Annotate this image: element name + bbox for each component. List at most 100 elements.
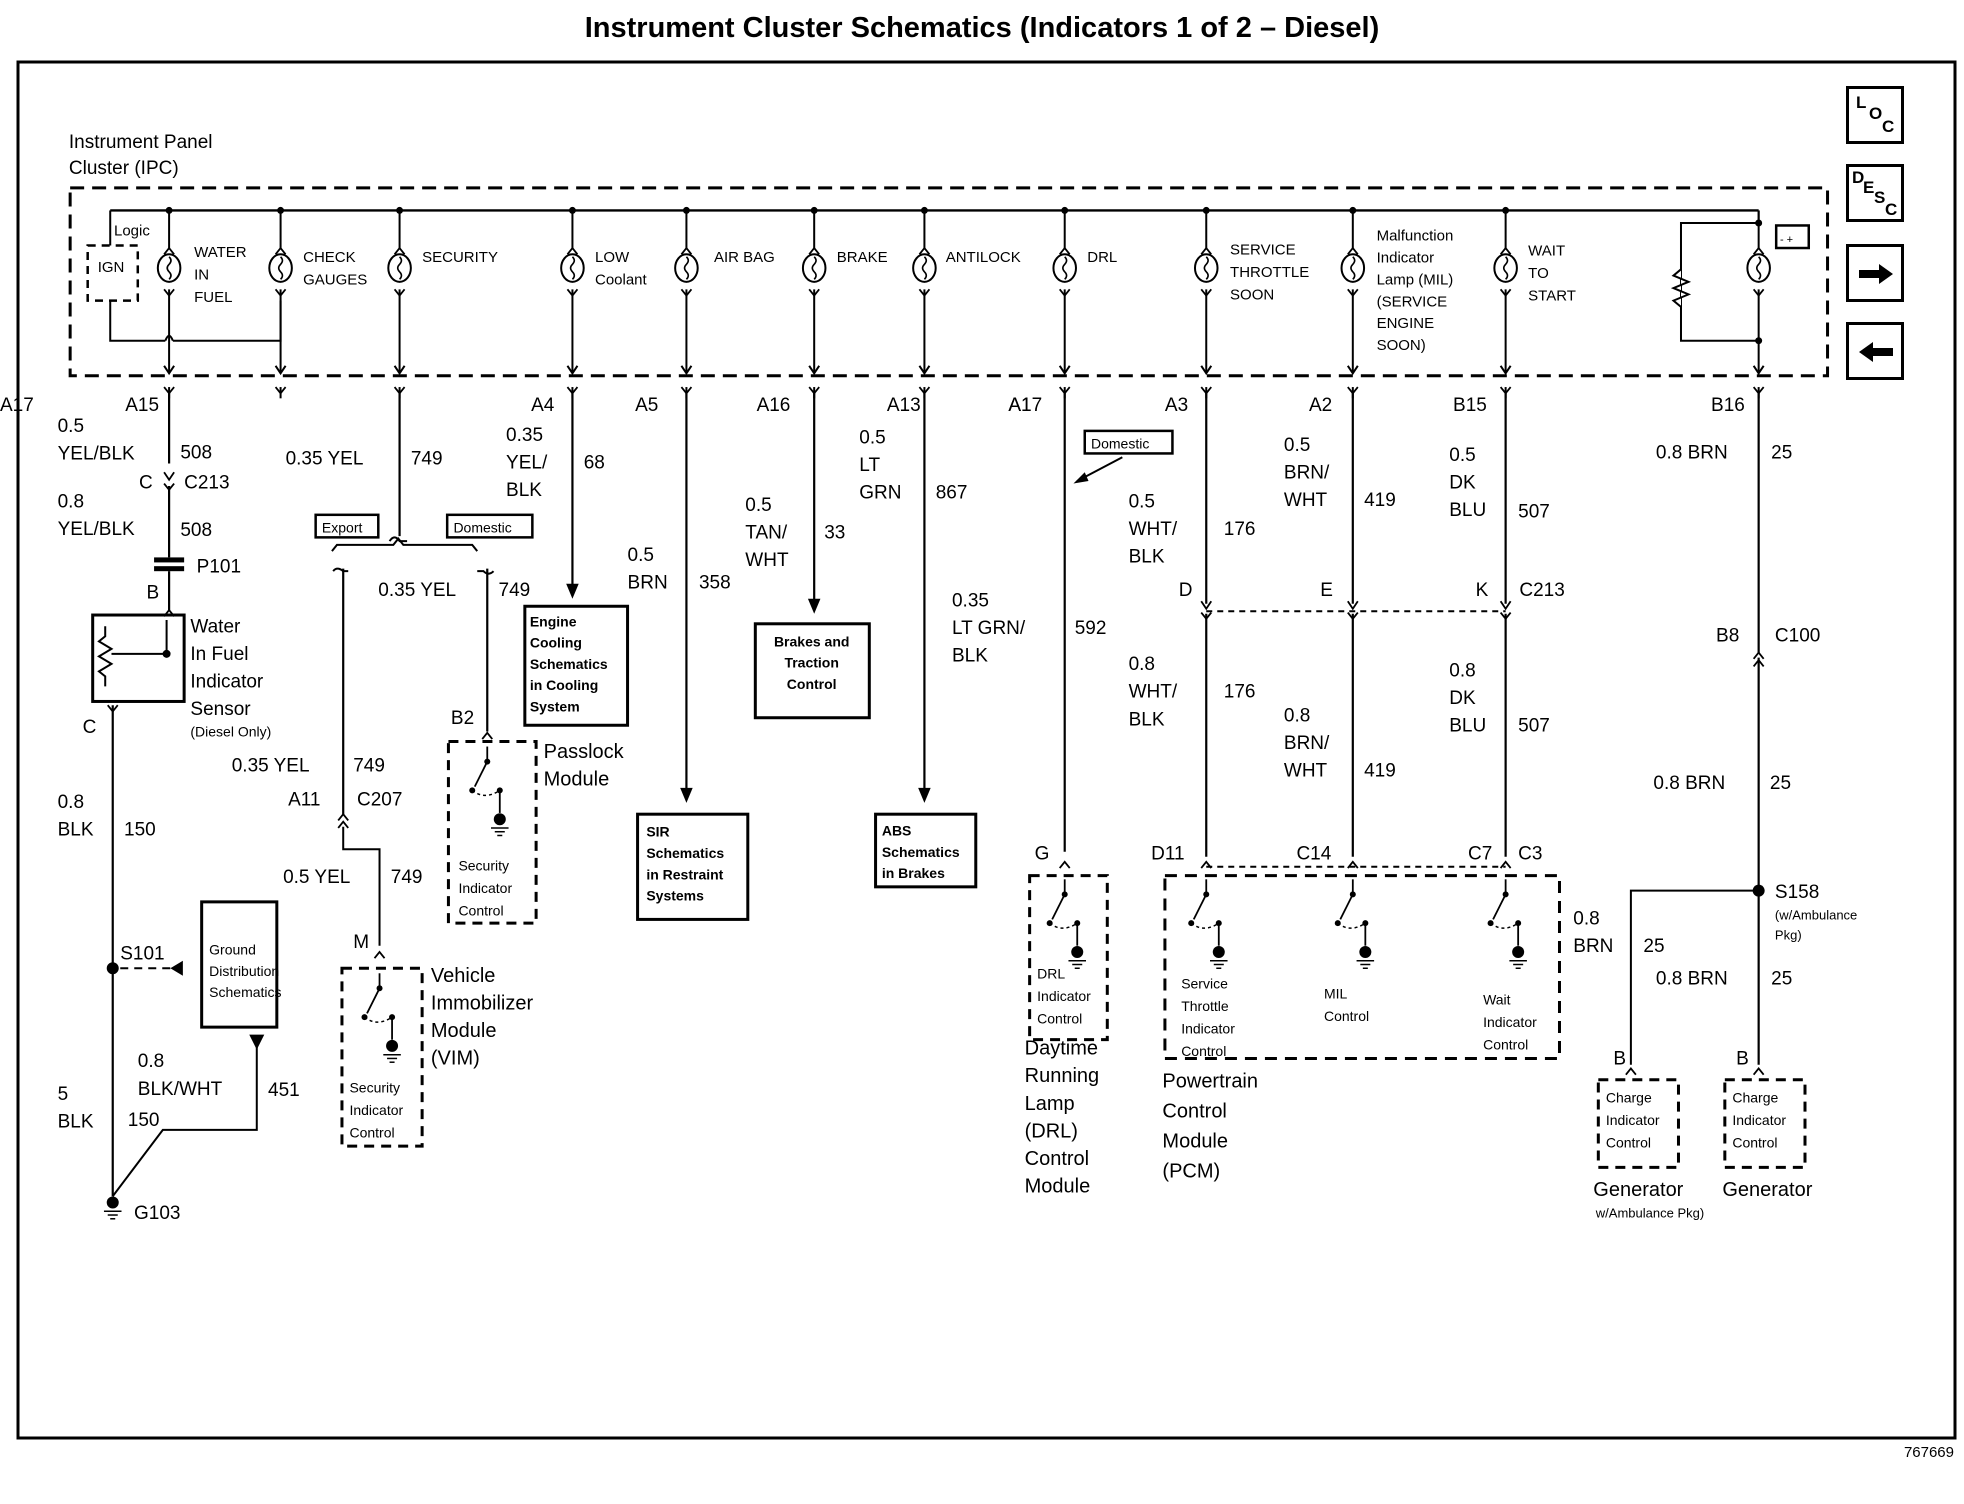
lamp-bulb-outline [1052,253,1077,283]
wire-color-label: 0.5 [1284,435,1310,456]
drl-dashed-box [1028,874,1109,1042]
ground-dot [1512,945,1525,958]
sir-label: Schematics [646,845,724,861]
generator-left-note: w/Ambulance Pkg) [1595,1206,1704,1221]
connector-pin-label: C7 [1468,843,1492,864]
wire-arrow [393,365,406,376]
wire-color-label: 0.5 YEL [283,867,350,888]
wire-color-label: 0.5 [745,495,771,516]
splice-label: P101 [197,556,241,577]
switch-blade [1339,893,1354,920]
battery-icon [1774,224,1811,250]
ground-icon [1210,945,1228,970]
vim-dashed-box [340,966,424,1148]
drl-inner-label: DRL [1037,965,1065,981]
splice-label: S158 [1775,882,1819,903]
wire-arrow [1347,600,1359,611]
arrow-down-icon [566,583,579,599]
lamp-bulb-outline [560,253,585,283]
wire-ground-451 [111,1039,258,1197]
generator-left-inner-label: Indicator [1606,1112,1660,1128]
wire-color-label: 5 [58,1084,69,1105]
variable-resistor-icon [97,626,114,687]
circuit-number: 419 [1364,761,1396,782]
lamp-label-mil: Lamp (MIL) [1377,271,1454,288]
pcm-mil-switch-icon [1334,879,1375,970]
ground-icon [383,1039,401,1063]
connector-male [1752,1067,1765,1076]
junction-dot [162,649,171,658]
circuit-number: 176 [1224,682,1256,703]
p101-passthrough-icon [154,566,185,572]
splice-note: Pkg) [1775,927,1802,942]
switch-link [1190,922,1220,929]
air-bag-lamp-icon [674,253,699,283]
sensor-wiper-wire [111,620,168,655]
diagram-frame [16,60,1957,1440]
connector-male [337,820,349,829]
desc-button[interactable]: D E S C [1846,164,1904,222]
engine-cooling-label: Cooling [530,635,582,651]
wire-color-label: BLK [58,1111,94,1132]
circuit-number: 508 [180,520,212,541]
lamp-filament [1755,256,1762,280]
brakes-traction-label: Traction [784,655,838,671]
charge-lamp-icon [1746,253,1771,283]
lamp-label-service-throttle-soon: SOON [1230,286,1274,303]
pin-label-A1: A1 [1008,395,1031,416]
drl-label: Running [1025,1065,1100,1087]
generator-left-inner-label: Charge [1606,1089,1652,1105]
wire-arrow [274,365,287,376]
previous-page-button[interactable] [1846,322,1904,380]
drl-label: Lamp [1025,1093,1075,1115]
ground-label: G103 [134,1203,180,1224]
lamp-label-security: SECURITY [422,249,498,266]
passlock-switch-icon [469,746,509,837]
lamp-bulb-outline [1493,253,1518,283]
connector-male [1200,246,1212,255]
pin-label-A16: A16 [757,395,791,416]
ground-distribution-label: Schematics [209,984,281,1000]
connector-pin-label: B2 [451,708,474,729]
wif-sensor-label: Sensor [190,699,251,720]
wire-color-label: WHT [1284,490,1328,511]
connector-male [337,812,349,822]
lamp-filament [166,256,172,280]
circuit-number: 507 [1518,716,1550,737]
abs-label: ABS [882,822,912,838]
connector-pin-label: A11 [288,789,320,810]
lamp-filament [569,256,576,280]
wif-sensor-label: Water [190,617,241,638]
splice-label: S101 [120,943,164,964]
wire-color-label: BRN/ [1284,462,1330,483]
loc-letter-c: C [1882,117,1895,136]
switch-blade [473,761,489,788]
pcm-stl-switch-icon [1188,879,1228,970]
wire-color-label: 0.8 [1573,908,1599,929]
ign-return-wire [109,300,166,342]
wire-color-label: WHT/ [1129,519,1178,540]
circuit-number: 150 [128,1110,160,1131]
wire-color-label: WHT/ [1129,682,1178,703]
switch-link [1490,922,1519,929]
wire-color-label: 0.5 [1129,491,1155,512]
lamp-label-air-bag: AIR BAG [714,249,775,266]
ground-icon [491,813,509,837]
pcm-wait-inner-label: Indicator [1483,1014,1537,1030]
pcm-wait-inner-label: Wait [1483,992,1511,1008]
wire-color-label: 0.5 [1449,445,1475,466]
connector-pin-label: B [1613,1049,1626,1070]
circuit-number: 508 [180,442,212,463]
connector-male [163,246,175,255]
ign-label: IGN [98,259,125,276]
loc-button[interactable]: L O C [1846,86,1904,144]
lamp-label-check-gauges: GAUGES [303,271,367,288]
ground-icon [1509,945,1527,970]
wire-arrow [163,471,175,482]
connector-male [373,950,386,959]
lamp-filament [921,256,928,280]
next-page-button[interactable] [1846,244,1904,302]
drl-label: (DRL) [1025,1120,1078,1142]
wire [477,570,495,575]
